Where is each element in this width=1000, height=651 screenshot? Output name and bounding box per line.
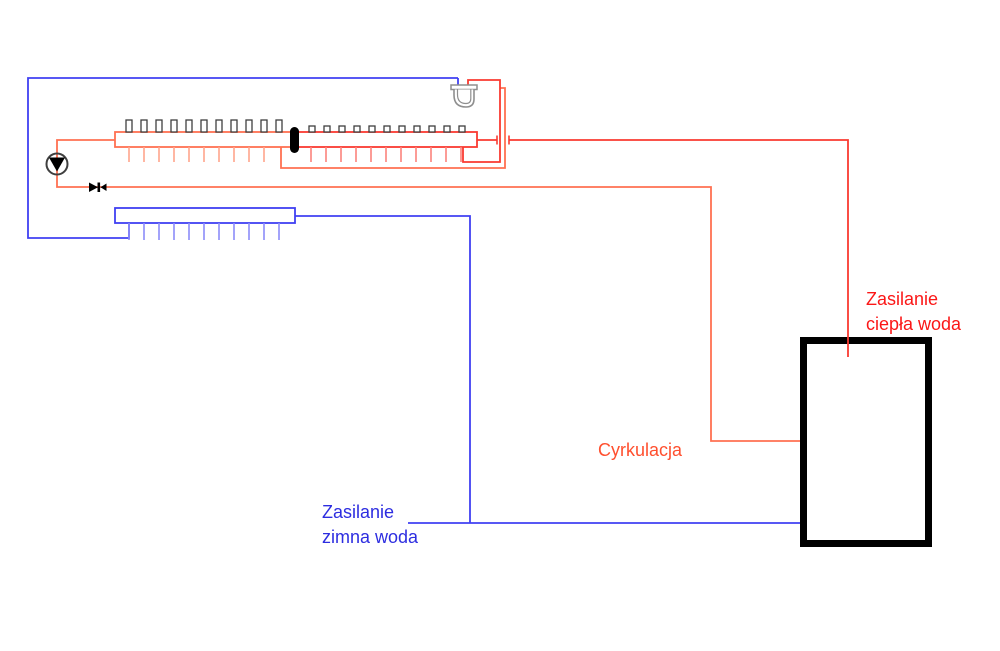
pump-icon	[45, 152, 69, 176]
manifold-outlet-stubs	[128, 223, 280, 240]
manifold-cold-section	[114, 207, 296, 240]
manifold-divider	[290, 127, 299, 153]
manifold-top-connector-teeth	[125, 119, 283, 133]
manifold-outlet-stubs	[310, 147, 462, 162]
cold-supply-label-line1: Zasilanie	[322, 502, 395, 522]
circulation-pipes	[56, 87, 801, 442]
storage-tank	[800, 337, 932, 547]
manifold-circulation-section	[114, 119, 296, 162]
hot-supply-label: Zasilanie ciepła woda	[866, 287, 961, 337]
cold-supply-label: Zasilanie zimna woda	[322, 500, 418, 550]
circulation-label: Cyrkulacja	[598, 438, 682, 463]
manifold-top-connector-teeth	[308, 125, 466, 133]
manifold-hot-section	[294, 125, 478, 162]
cold-supply-label-line2: zimna woda	[322, 527, 419, 547]
circulation-label-text: Cyrkulacja	[598, 440, 683, 460]
hot-supply-label-line2: ciepła woda	[866, 314, 962, 334]
washbasin-icon	[450, 84, 478, 108]
hot-supply-label-line1: Zasilanie	[866, 289, 939, 309]
pipe-crossing-jump-icon	[496, 135, 510, 145]
hot-water-pipes	[462, 79, 849, 357]
manifold-outlet-stubs	[128, 147, 265, 162]
check-valve-icon	[89, 182, 107, 192]
